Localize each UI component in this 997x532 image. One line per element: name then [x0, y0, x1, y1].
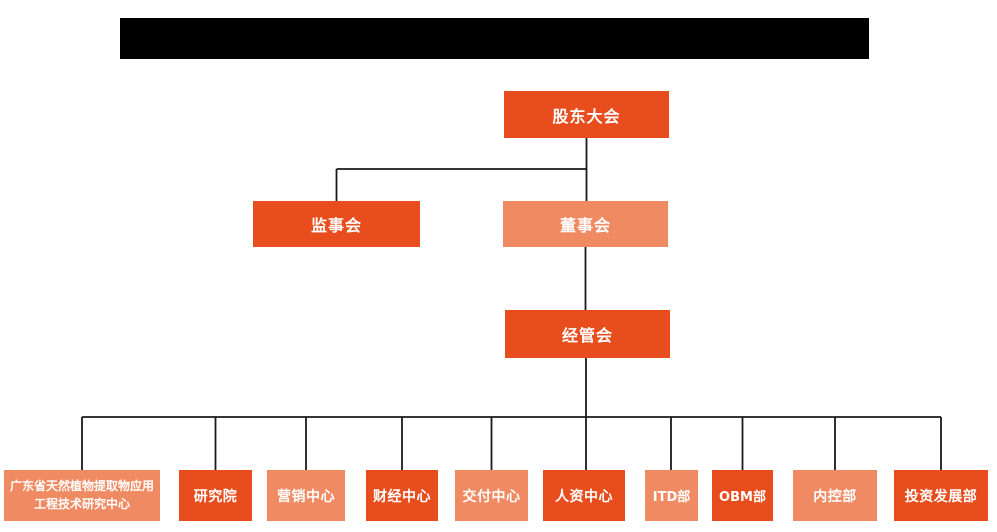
node-dept-delivery-center: 交付中心 [455, 470, 528, 521]
node-management-committee: 经管会 [505, 310, 670, 358]
node-dept-investment-development: 投资发展部 [894, 470, 988, 521]
node-shareholders-meeting: 股东大会 [504, 91, 669, 138]
node-dept-research-institute: 研究院 [179, 470, 252, 521]
node-dept-finance-center: 财经中心 [366, 470, 438, 521]
node-supervisory-board: 监事会 [253, 201, 420, 247]
node-dept-hr-center: 人资中心 [543, 470, 625, 521]
node-dept-obm: OBM部 [712, 470, 773, 521]
redacted-title-bar [120, 18, 869, 59]
node-dept-internal-control: 内控部 [793, 470, 877, 521]
node-dept-research-center: 广东省天然植物提取物应用工程技术研究中心 [4, 470, 160, 521]
node-dept-marketing-center: 营销中心 [267, 470, 345, 521]
node-dept-itd: ITD部 [645, 470, 698, 521]
node-board-of-directors: 董事会 [503, 201, 668, 247]
